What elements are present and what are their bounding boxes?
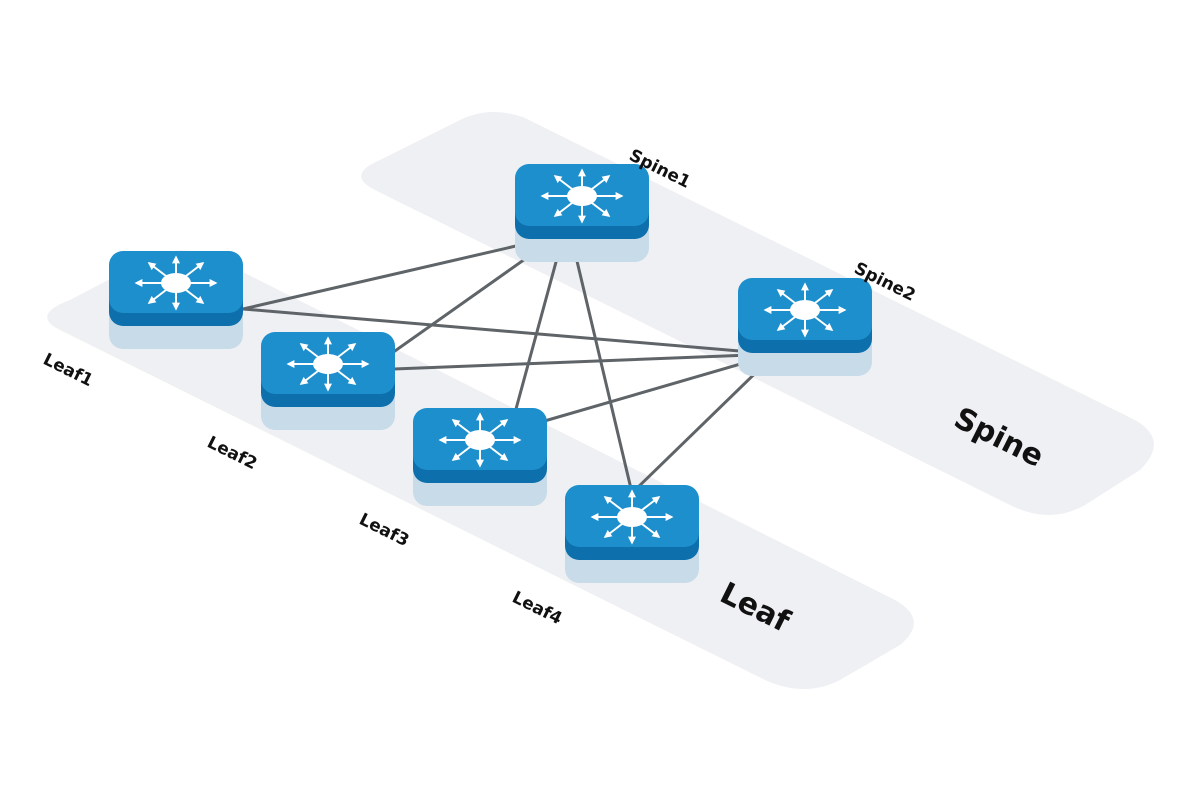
leaf4-label: Leaf4 bbox=[509, 588, 566, 630]
leaf4-switch-icon bbox=[565, 485, 699, 583]
leaf3-label: Leaf3 bbox=[356, 510, 412, 552]
link-spine1-leaf1 bbox=[241, 238, 544, 311]
spine1-switch-icon bbox=[515, 164, 649, 262]
link-spine1-leaf2 bbox=[366, 238, 554, 372]
leaf3-switch-icon bbox=[413, 408, 547, 506]
links-layer bbox=[241, 238, 777, 495]
leaf1-switch-icon bbox=[109, 251, 243, 349]
leaf2-label: Leaf2 bbox=[204, 433, 260, 475]
link-spine2-leaf2 bbox=[366, 352, 777, 372]
link-spine2-leaf4 bbox=[630, 352, 777, 495]
link-spine2-leaf3 bbox=[508, 352, 777, 433]
spine2-switch-icon bbox=[738, 278, 872, 376]
link-spine1-leaf4 bbox=[570, 238, 634, 495]
leaf2-switch-icon bbox=[261, 332, 395, 430]
leaf1-label: Leaf1 bbox=[40, 350, 96, 392]
link-spine1-leaf3 bbox=[508, 238, 564, 433]
link-spine2-leaf1 bbox=[241, 307, 777, 356]
